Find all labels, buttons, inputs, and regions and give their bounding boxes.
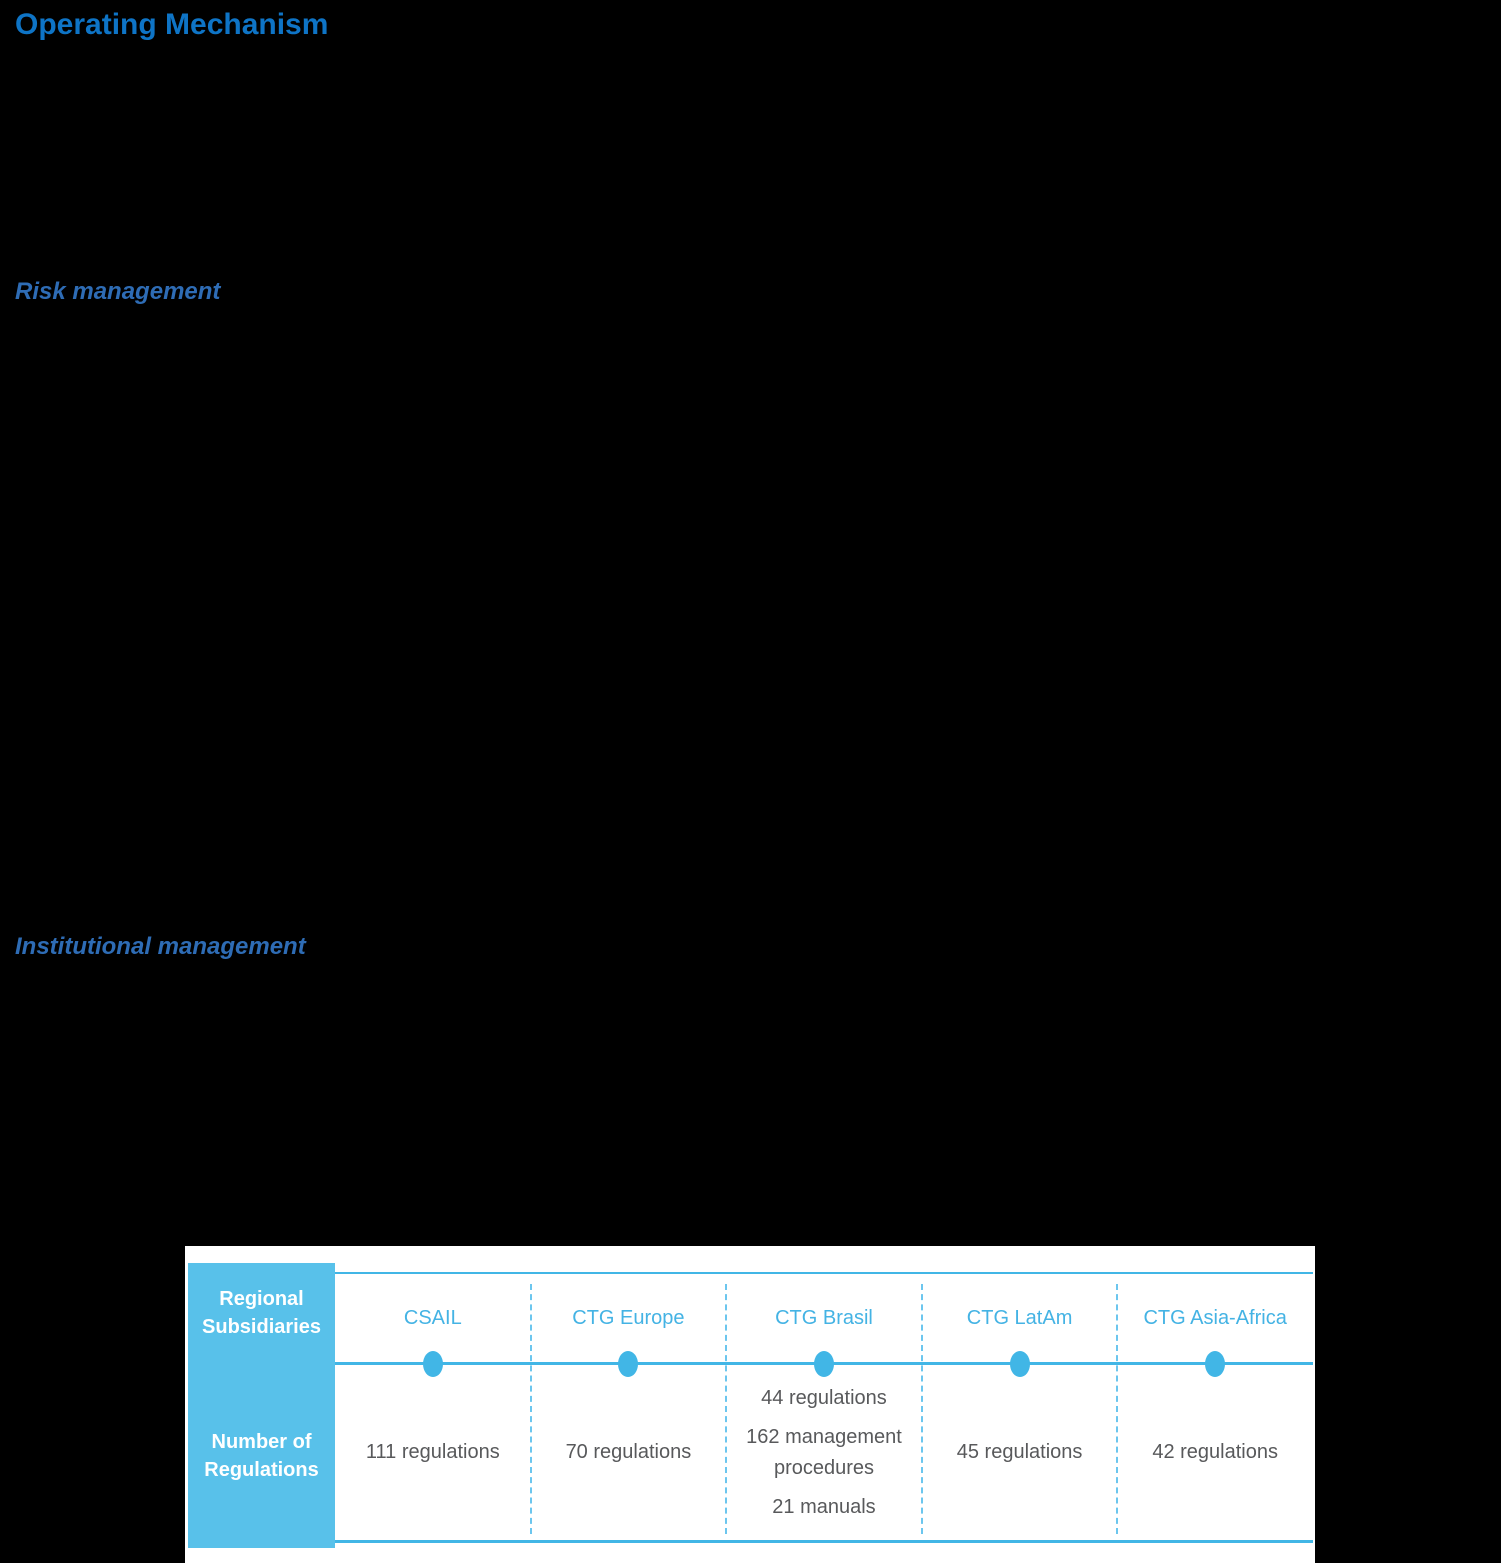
regulation-count: 21 manuals: [772, 1495, 876, 1518]
column-ctg-asia-africa: CTG Asia-Africa 42 regulations: [1117, 1246, 1313, 1563]
section-heading-risk-management: Risk management: [15, 278, 221, 305]
column-title: CTG Asia-Africa: [1143, 1307, 1287, 1329]
column-title: CTG Brasil: [775, 1307, 873, 1329]
timeline-dot: [422, 1351, 443, 1377]
column-ctg-europe: CTG Europe 70 regulations: [531, 1246, 728, 1563]
regulation-count: 45 regulations: [956, 1441, 1083, 1463]
regulation-count: 44 regulations: [761, 1386, 887, 1409]
column-values: 45 regulations: [922, 1365, 1118, 1540]
column-divider: [920, 1284, 923, 1534]
section-heading-institutional-management: Institutional management: [15, 933, 306, 960]
column-title: CTG Europe: [572, 1307, 685, 1329]
timeline-dot: [813, 1351, 834, 1377]
column-values: 70 regulations: [531, 1365, 727, 1540]
column-divider: [725, 1284, 728, 1534]
table-bottom-rule: [335, 1540, 1313, 1543]
row-header-regional-subsidiaries: Regional Subsidiaries: [202, 1288, 321, 1338]
timeline-dot: [1009, 1351, 1030, 1377]
column-title: CSAIL: [403, 1307, 462, 1329]
regulations-table: Regional Subsidiaries Number of Regulati…: [185, 1246, 1315, 1563]
column-values: 42 regulations: [1117, 1365, 1313, 1540]
row-header-number-of-regulations: Number of Regulations: [204, 1430, 319, 1481]
column-title: CTG LatAm: [966, 1307, 1073, 1329]
column-csail: CSAIL 111 regulations: [335, 1246, 532, 1563]
timeline-dot: [1205, 1351, 1226, 1377]
regulation-count: 162 management procedures: [746, 1425, 902, 1479]
page-title: Operating Mechanism: [15, 8, 329, 41]
column-divider: [529, 1284, 532, 1534]
table-top-rule: [335, 1272, 1313, 1274]
subsidiary-columns: CSAIL 111 regulations CTG Europe 70 regu…: [335, 1246, 1313, 1563]
regulation-count: 111 regulations: [365, 1441, 500, 1463]
column-values: 111 regulations: [335, 1365, 531, 1540]
column-ctg-latam: CTG LatAm 45 regulations: [922, 1246, 1119, 1563]
regulation-count: 70 regulations: [565, 1441, 692, 1463]
regulation-count: 42 regulations: [1152, 1441, 1278, 1463]
column-values: 44 regulations 162 management procedures…: [726, 1365, 922, 1540]
column-divider: [1116, 1284, 1119, 1534]
timeline-dot: [618, 1351, 639, 1377]
row-header-box: Regional Subsidiaries Number of Regulati…: [188, 1263, 335, 1548]
column-ctg-brasil: CTG Brasil 44 regulations 162 management…: [726, 1246, 923, 1563]
